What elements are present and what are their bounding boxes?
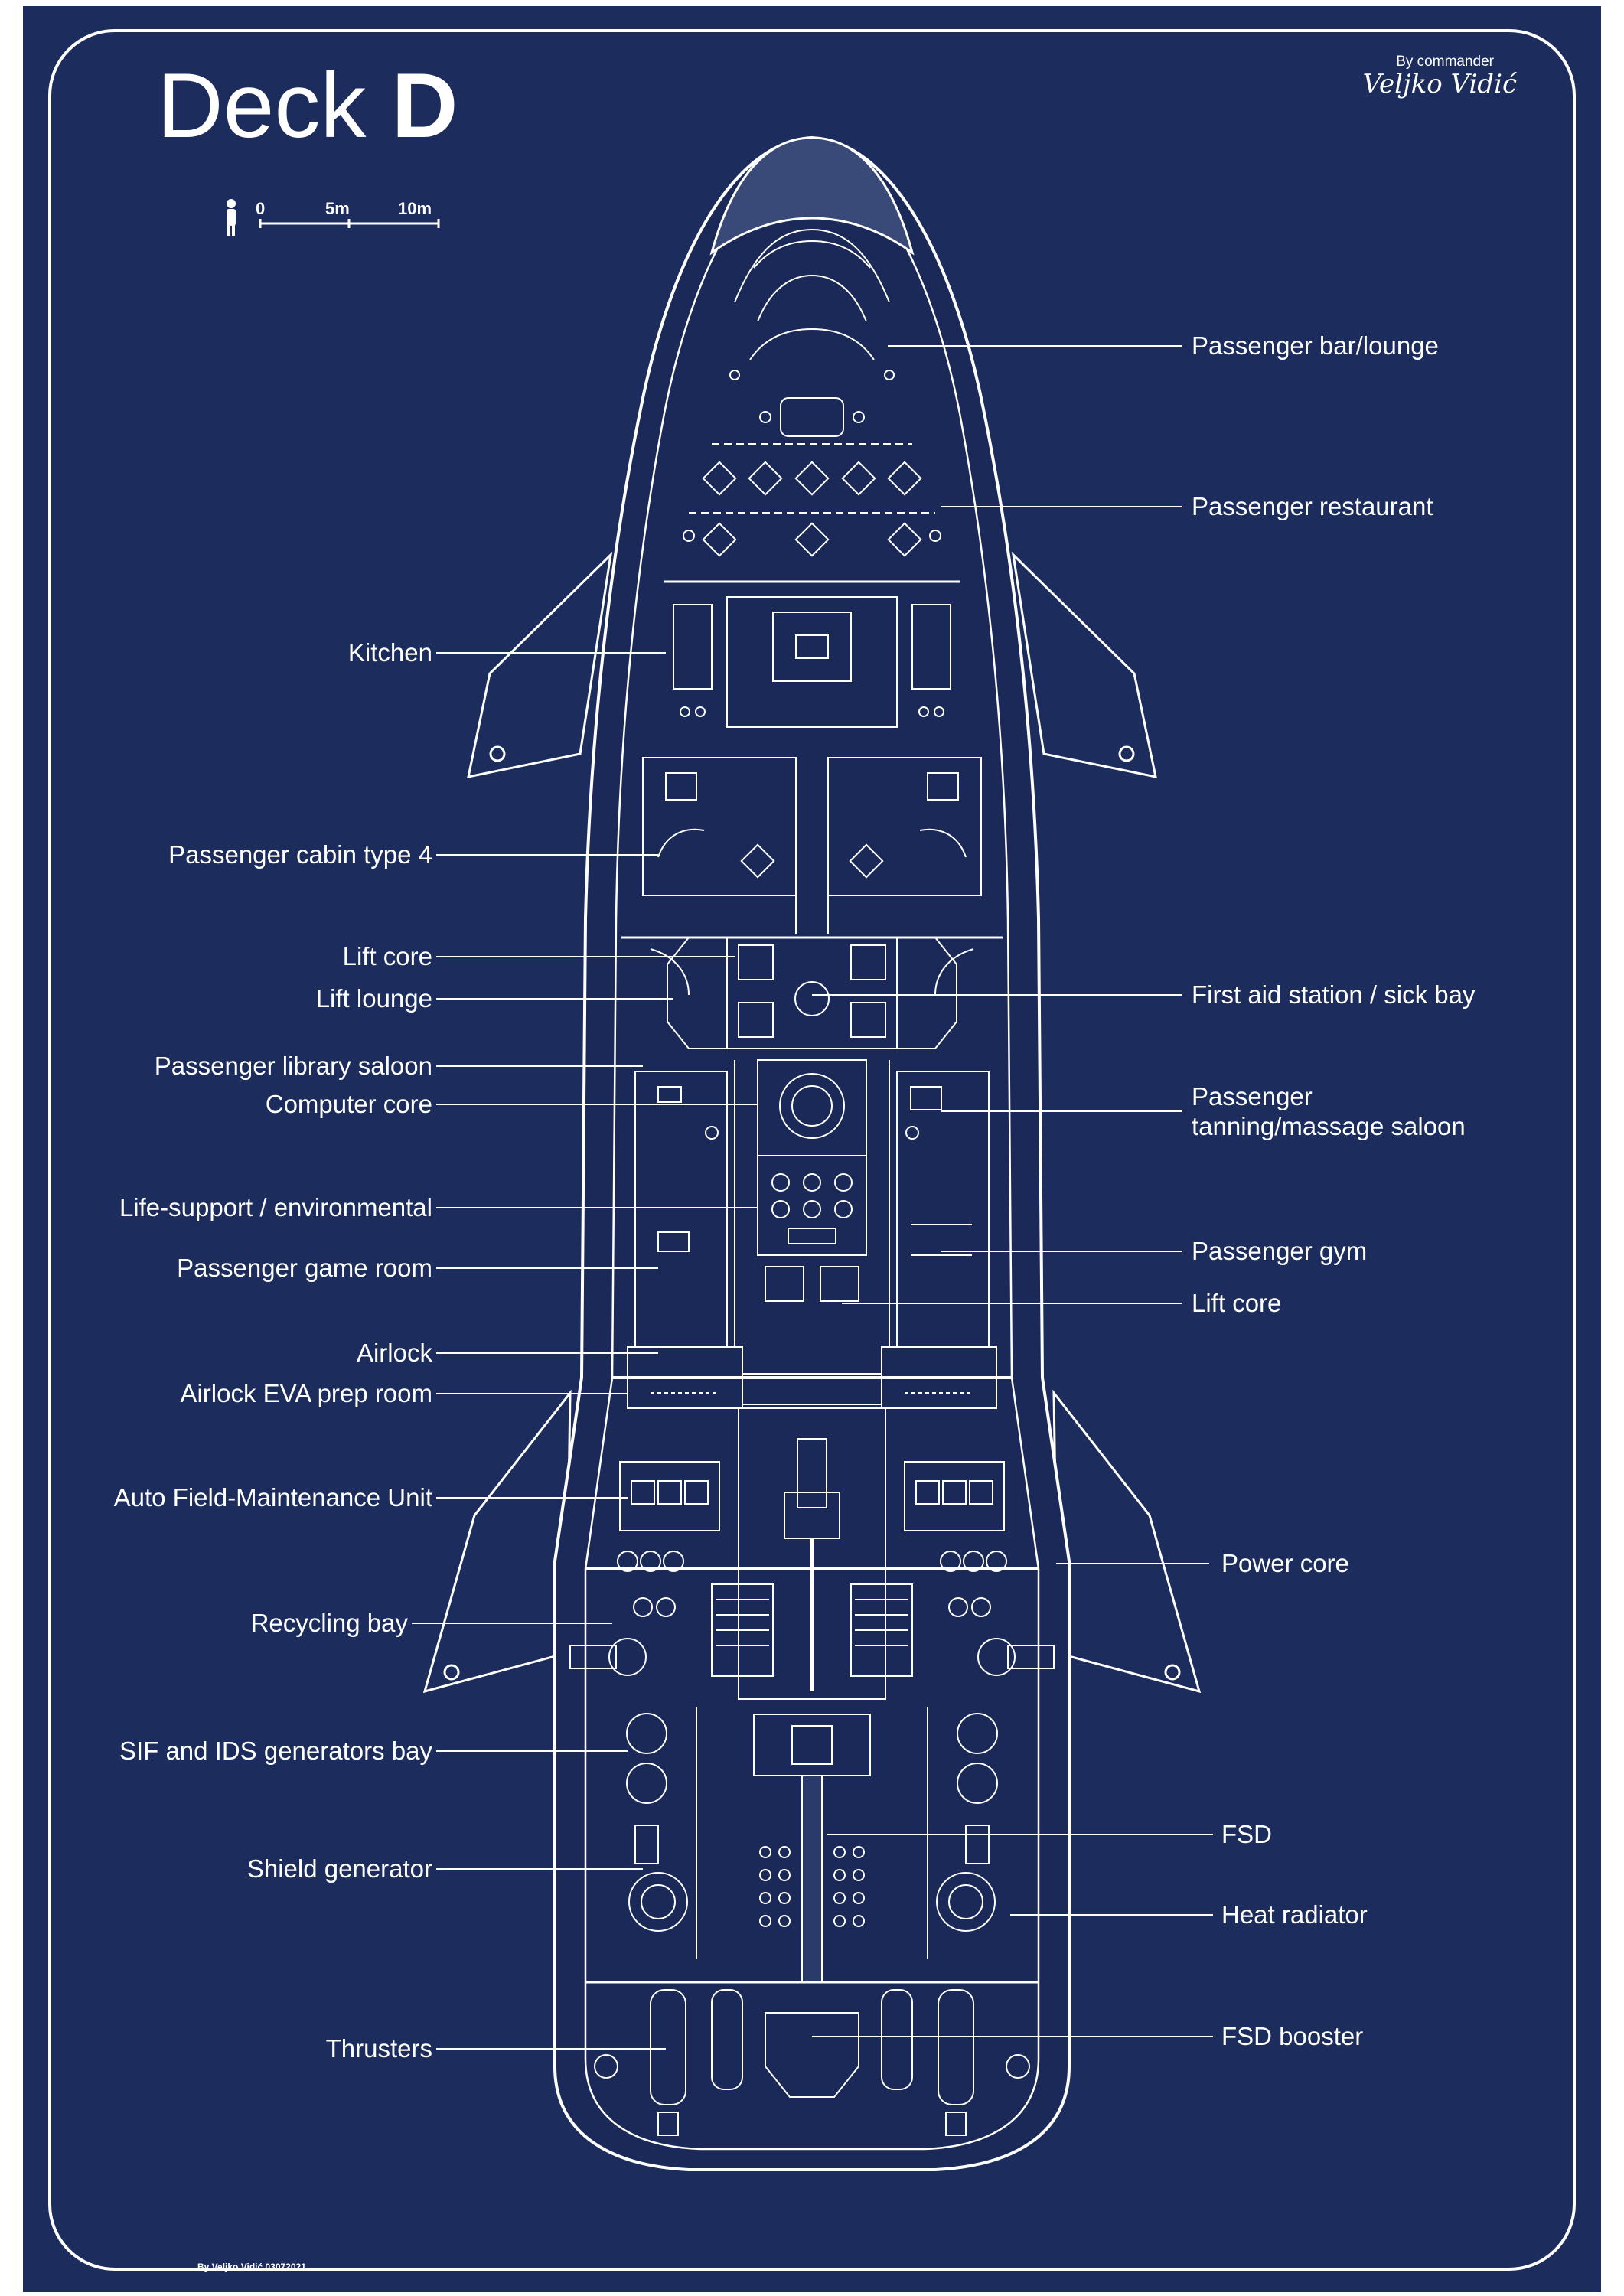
label-gym: Passenger gym — [1192, 1237, 1368, 1265]
label-heat-radiator: Heat radiator — [1221, 1900, 1368, 1929]
mid-section — [634, 1059, 990, 1348]
label-library-saloon: Passenger library saloon — [154, 1052, 432, 1080]
label-airlock-eva-prep: Airlock EVA prep room — [180, 1379, 432, 1407]
label-tanning-line2: tanning/massage saloon — [1192, 1112, 1466, 1140]
label-thrusters: Thrusters — [325, 2034, 432, 2063]
nose-cap — [709, 136, 915, 256]
thrusters — [594, 1989, 1030, 2136]
lift-lounge — [650, 937, 974, 1049]
frame-border — [48, 29, 1576, 2271]
label-first-aid: First aid station / sick bay — [1192, 980, 1476, 1009]
fsd-assembly — [753, 1714, 871, 2098]
kitchen-block — [673, 596, 951, 728]
ship-hull — [422, 135, 1202, 2171]
label-lift-core-left: Lift core — [342, 942, 432, 970]
inner-hull — [584, 155, 1040, 2151]
label-recycling-bay: Recycling bay — [250, 1609, 408, 1637]
afmu-recycling — [569, 1461, 1055, 1676]
power-core — [711, 1407, 913, 1700]
fin-upper-right — [1011, 551, 1157, 778]
label-computer-core: Computer core — [265, 1090, 432, 1118]
cabin-blocks — [642, 757, 982, 934]
restaurant-tables — [683, 461, 941, 557]
label-game-room: Passenger game room — [177, 1254, 432, 1282]
scale-label-0: 0 — [256, 199, 266, 218]
airlock-block — [627, 1346, 997, 1409]
label-shield-generator: Shield generator — [246, 1854, 432, 1883]
label-afmu: Auto Field-Maintenance Unit — [113, 1483, 432, 1512]
label-passenger-cabin: Passenger cabin type 4 — [168, 840, 432, 869]
generators-bay — [626, 1707, 998, 1959]
page-title: Deck D — [157, 54, 458, 157]
label-power-core: Power core — [1221, 1549, 1349, 1577]
label-bar-lounge: Passenger bar/lounge — [1192, 331, 1439, 360]
credit-signature: Veljko Vidić — [1362, 69, 1517, 99]
bar-lounge-area — [712, 274, 912, 445]
label-airlock: Airlock — [356, 1339, 432, 1367]
label-fsd-booster: FSD booster — [1221, 2022, 1364, 2050]
label-lift-core-right: Lift core — [1192, 1289, 1282, 1317]
scale-label-5m: 5m — [325, 199, 350, 218]
label-restaurant: Passenger restaurant — [1192, 492, 1433, 520]
label-tanning-line1: Passenger — [1192, 1082, 1313, 1110]
credit-by: By commander — [1396, 54, 1494, 70]
person-scale-icon — [227, 199, 236, 236]
outer-hull — [553, 135, 1071, 2171]
leader-lines-left — [412, 652, 758, 2050]
label-lift-lounge: Lift lounge — [315, 984, 432, 1013]
label-life-support: Life-support / environmental — [119, 1193, 432, 1221]
label-sif-ids-bay: SIF and IDS generators bay — [119, 1737, 432, 1765]
fin-upper-left — [467, 551, 613, 778]
scale-label-10m: 10m — [398, 199, 432, 218]
scale-bar — [259, 219, 440, 228]
label-kitchen: Kitchen — [347, 638, 432, 667]
footer-credit: By Veljko Vidić 03072021 — [197, 2262, 306, 2272]
label-fsd: FSD — [1221, 1820, 1272, 1848]
leader-lines-right — [812, 345, 1213, 2037]
